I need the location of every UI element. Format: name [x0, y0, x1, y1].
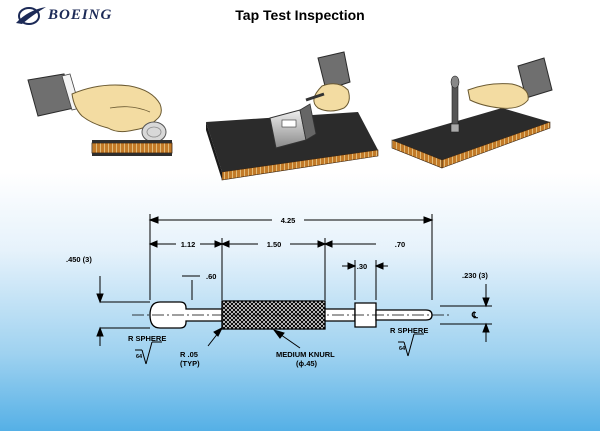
knurl-label: MEDIUM KNURL: [276, 350, 335, 359]
boeing-logo: BOEING: [14, 4, 164, 28]
instrument-tap-illustration: [206, 51, 379, 181]
fillet-radius-label: R .05: [180, 350, 198, 359]
centerline-symbol: ℄: [471, 310, 478, 320]
neck-dimension-label: .60: [206, 272, 216, 281]
fillet-radius-note: (TYP): [180, 359, 200, 368]
hammer-part-outline: [149, 300, 433, 330]
boeing-symbol-icon: [16, 7, 46, 25]
length-a-label: 1.12: [181, 240, 196, 249]
surface-finish-right-label: 64: [399, 346, 406, 352]
length-b-label: 1.50: [267, 240, 282, 249]
slide-title: Tap Test Inspection: [235, 7, 365, 23]
knurl-diameter-label: (ϕ.45): [296, 359, 318, 368]
left-end-dimension-label: .450 (3): [66, 255, 92, 264]
coin-tap-illustration: [27, 73, 173, 156]
sphere-radius-right-label: R SPHERE: [390, 326, 428, 335]
ring-dimension-label: .30: [357, 262, 367, 271]
boeing-wordmark: BOEING: [48, 7, 113, 23]
hammer-tap-illustration: [391, 57, 553, 169]
surface-finish-left-label: 64: [136, 354, 143, 360]
overall-length-label: 4.25: [281, 216, 296, 225]
length-c-label: .70: [395, 240, 405, 249]
sphere-radius-left-label: R SPHERE: [128, 334, 166, 343]
right-end-dimension-label: .230 (3): [462, 271, 488, 280]
